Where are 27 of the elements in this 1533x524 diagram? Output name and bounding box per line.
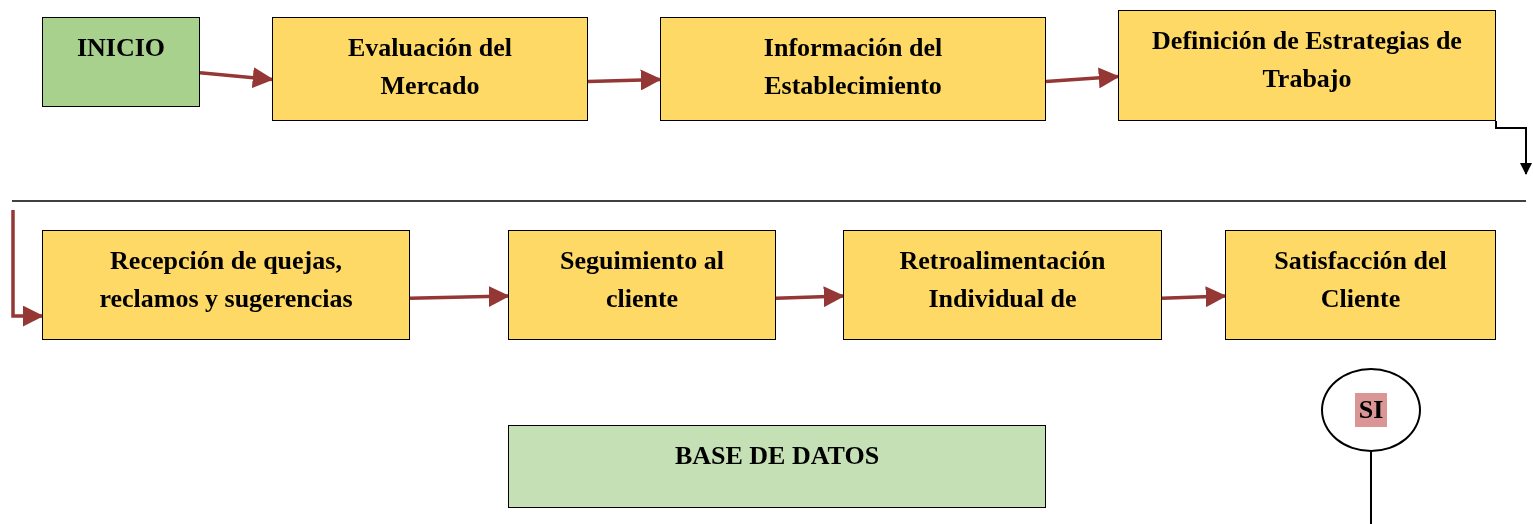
arrow: [11, 210, 44, 327]
process-box: [508, 230, 776, 340]
node-label: Seguimiento al cliente: [559, 245, 725, 315]
arrow: [1045, 67, 1120, 89]
process-box: [508, 425, 1046, 508]
node-label: Retroalimentación Individual de: [898, 245, 1107, 315]
process-box: [42, 230, 410, 340]
process-box: [660, 17, 1046, 121]
arrow: [409, 285, 510, 307]
process-box: [42, 17, 200, 107]
process-box: [272, 17, 588, 121]
node-label: Evaluación del Mercado: [347, 32, 513, 102]
arrow: [1495, 120, 1532, 175]
node-label: Definición de Estrategias de Trabajo: [1151, 25, 1463, 95]
arrow: [775, 286, 845, 308]
process-box: [843, 230, 1162, 340]
arrow: [587, 69, 662, 91]
node-label: Satisfacción del Cliente: [1273, 245, 1448, 315]
node-label: SI: [1354, 393, 1388, 427]
node-label: Recepción de quejas, reclamos y sugerencias: [98, 245, 354, 315]
node-label: Información del Establecimiento: [762, 32, 944, 102]
arrow: [199, 67, 274, 89]
node-label: BASE DE DATOS: [674, 440, 880, 472]
arrow: [1161, 286, 1227, 308]
node-label: INICIO: [76, 32, 166, 64]
process-box: [1118, 10, 1496, 121]
process-box: [1225, 230, 1496, 340]
